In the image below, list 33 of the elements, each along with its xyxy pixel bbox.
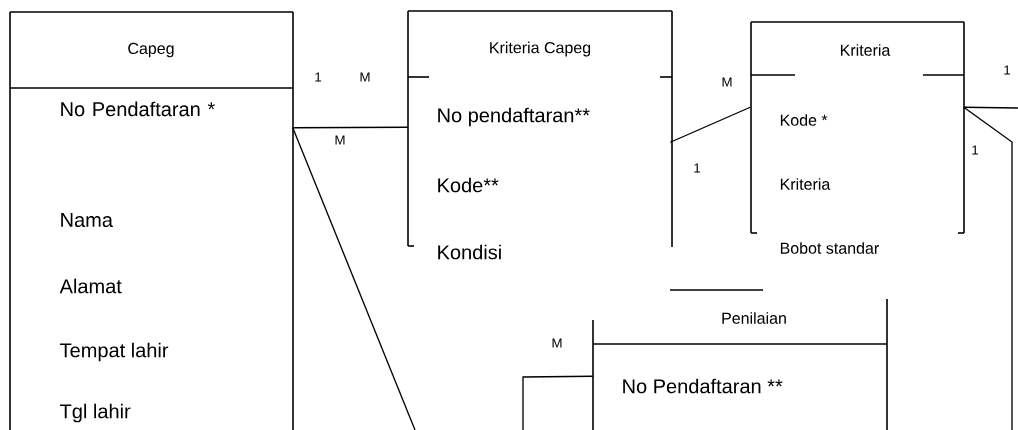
attribute-text: Nama — [61, 213, 113, 227]
connector-line — [963, 106, 1013, 430]
attribute-text: Kondisi — [438, 244, 501, 260]
entity-name: Kriteria — [841, 44, 891, 56]
entity-box — [750, 21, 965, 254]
attribute-text: No Pendaftaran ** — [623, 378, 783, 394]
attribute-text: Kode** — [438, 177, 499, 193]
entity-name: Capeg — [128, 42, 174, 58]
entity-box — [592, 298, 888, 430]
attribute-text: No Pendaftaran * — [61, 101, 215, 117]
connector-line — [669, 106, 751, 143]
attribute-text: Kode * — [780, 114, 828, 126]
entity-box — [407, 10, 673, 260]
cardinality-label: M — [552, 338, 562, 348]
attribute-text: Tempat lahir — [60, 342, 169, 362]
entity-name: Penilaian — [722, 312, 786, 324]
connector-line — [522, 375, 594, 430]
cardinality-label: M — [722, 77, 732, 87]
cardinality-label: M — [360, 72, 370, 82]
attribute-text: Bobot standar — [780, 242, 879, 254]
attribute-text: No pendaftaran** — [438, 107, 590, 127]
cardinality-label: 1 — [1004, 65, 1011, 75]
entity-box — [9, 11, 294, 430]
cardinality-label: 1 — [694, 163, 701, 173]
entity-name: Kriteria Capeg — [490, 41, 591, 57]
cardinality-label: 1 — [315, 72, 322, 82]
connector-line — [963, 106, 1018, 109]
attribute-text: Alamat — [59, 278, 122, 294]
attribute-text: Kriteria — [780, 178, 831, 190]
attribute-text: Tgl lahir — [60, 403, 131, 423]
connector-line — [292, 126, 409, 129]
cardinality-label: M — [335, 135, 345, 145]
connector-line — [292, 127, 416, 430]
